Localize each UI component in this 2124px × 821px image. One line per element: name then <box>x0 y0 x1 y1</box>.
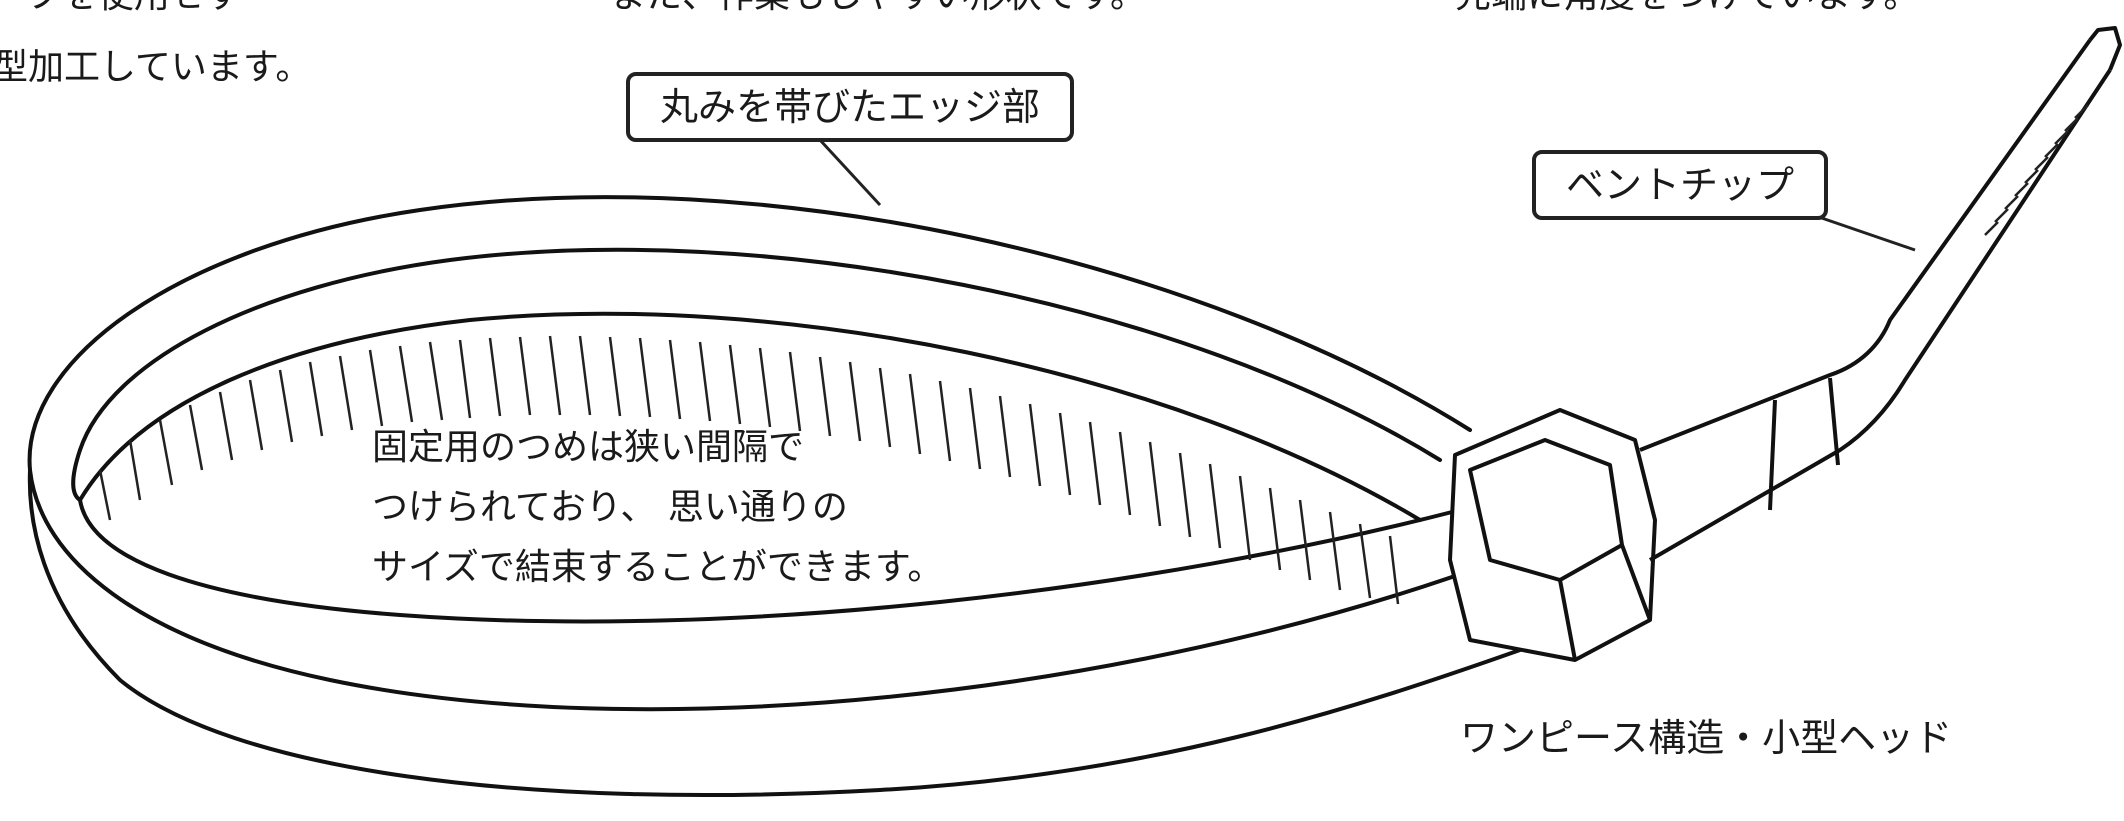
edge-leader <box>818 138 882 207</box>
tie-tail <box>1639 26 2122 562</box>
band-loop-inner-2 <box>71 448 82 502</box>
bent-tip-label: ベントチップ <box>1532 150 1829 220</box>
top-center-text: また、作業もしやすい形状です。 <box>610 0 1146 24</box>
band-loop-inner <box>78 498 1462 624</box>
locking-teeth <box>98 335 1400 605</box>
top-left-text-1: ープを使用せず <box>0 0 242 24</box>
claws-text-line-1: 固定用のつめは狭い間隔で <box>372 427 805 468</box>
top-right-text: 先端に角度をつけています。 <box>1455 0 1919 24</box>
leader-lines <box>818 138 1916 252</box>
rounded-edge-label: 丸みを帯びたエッジ部 <box>626 72 1075 142</box>
band-inner-bottom <box>78 311 1422 522</box>
claws-text-line-2: つけられており、 思い通りの <box>372 487 848 528</box>
claws-text-line-3: サイズで結束することができます。 <box>372 547 944 588</box>
tail-ridges <box>1984 104 2089 236</box>
band-inner-top <box>78 247 1442 462</box>
one-piece-head-label: ワンピース構造・小型ヘッド <box>1460 716 1953 760</box>
tie-head <box>1448 408 1657 662</box>
top-left-text-2: 型加工しています。 <box>0 47 312 88</box>
band-outer-bottom <box>27 468 1522 798</box>
tip-leader <box>1809 212 1916 252</box>
